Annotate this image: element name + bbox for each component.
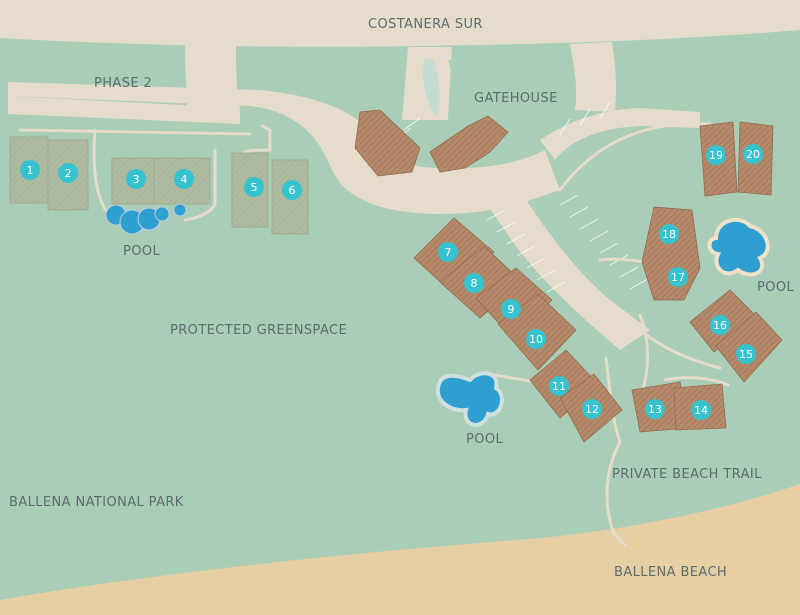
unit-number-14: 14 — [694, 404, 708, 417]
main-road — [8, 82, 560, 214]
unit-number-5: 5 — [251, 181, 258, 194]
unit-marker-12[interactable] — [582, 399, 602, 419]
unit-number-16: 16 — [713, 319, 727, 332]
pool-east-water — [707, 217, 770, 277]
gatehouse-buildings — [354, 109, 509, 177]
unit-marker-9[interactable] — [501, 299, 521, 319]
unit-marker-16[interactable] — [710, 315, 730, 335]
unit-marker-2[interactable] — [58, 163, 78, 183]
unit-number-17: 17 — [671, 271, 685, 284]
beach-area — [0, 484, 800, 615]
unit-marker-4[interactable] — [174, 169, 194, 189]
unit-marker-20[interactable] — [743, 144, 763, 164]
unit-number-12: 12 — [585, 403, 599, 416]
unit-marker-8[interactable] — [464, 273, 484, 293]
unit-number-15: 15 — [739, 348, 753, 361]
unit-number-9: 9 — [508, 303, 515, 316]
footpaths — [18, 122, 730, 547]
unit-marker-7[interactable] — [438, 242, 458, 262]
unit-number-7: 7 — [445, 246, 452, 259]
unit-number-10: 10 — [529, 333, 543, 346]
unit-number-8: 8 — [471, 277, 478, 290]
unit-number-2: 2 — [65, 167, 72, 180]
phase2-street — [8, 96, 240, 124]
unit-marker-17[interactable] — [668, 267, 688, 287]
pool-center-water — [435, 371, 504, 427]
unit-marker-15[interactable] — [736, 344, 756, 364]
unit-number-3: 3 — [133, 173, 140, 186]
phase2-buildings — [9, 136, 309, 235]
unit-marker-3[interactable] — [126, 169, 146, 189]
costanera-sur-road — [0, 0, 800, 47]
unit-number-20: 20 — [746, 148, 760, 161]
unit-marker-5[interactable] — [244, 177, 264, 197]
pool-west-water — [105, 203, 187, 235]
unit-number-11: 11 — [552, 380, 566, 393]
unit-marker-19[interactable] — [706, 145, 726, 165]
unit-number-19: 19 — [709, 149, 723, 162]
unit-number-4: 4 — [181, 173, 188, 186]
unit-marker-13[interactable] — [645, 399, 665, 419]
entrance-road-east — [570, 42, 616, 112]
unit-marker-18[interactable] — [659, 224, 679, 244]
unit-number-6: 6 — [289, 184, 296, 197]
unit-marker-1[interactable] — [20, 160, 40, 180]
unit-marker-11[interactable] — [549, 376, 569, 396]
unit-number-1: 1 — [27, 164, 34, 177]
unit-marker-6[interactable] — [282, 180, 302, 200]
road-island-inner — [422, 57, 441, 119]
east-fork-road — [540, 108, 700, 160]
unit-marker-14[interactable] — [691, 400, 711, 420]
unit-marker-10[interactable] — [526, 329, 546, 349]
road-island — [448, 60, 570, 135]
unit-number-18: 18 — [662, 228, 676, 241]
unit-number-13: 13 — [648, 403, 662, 416]
